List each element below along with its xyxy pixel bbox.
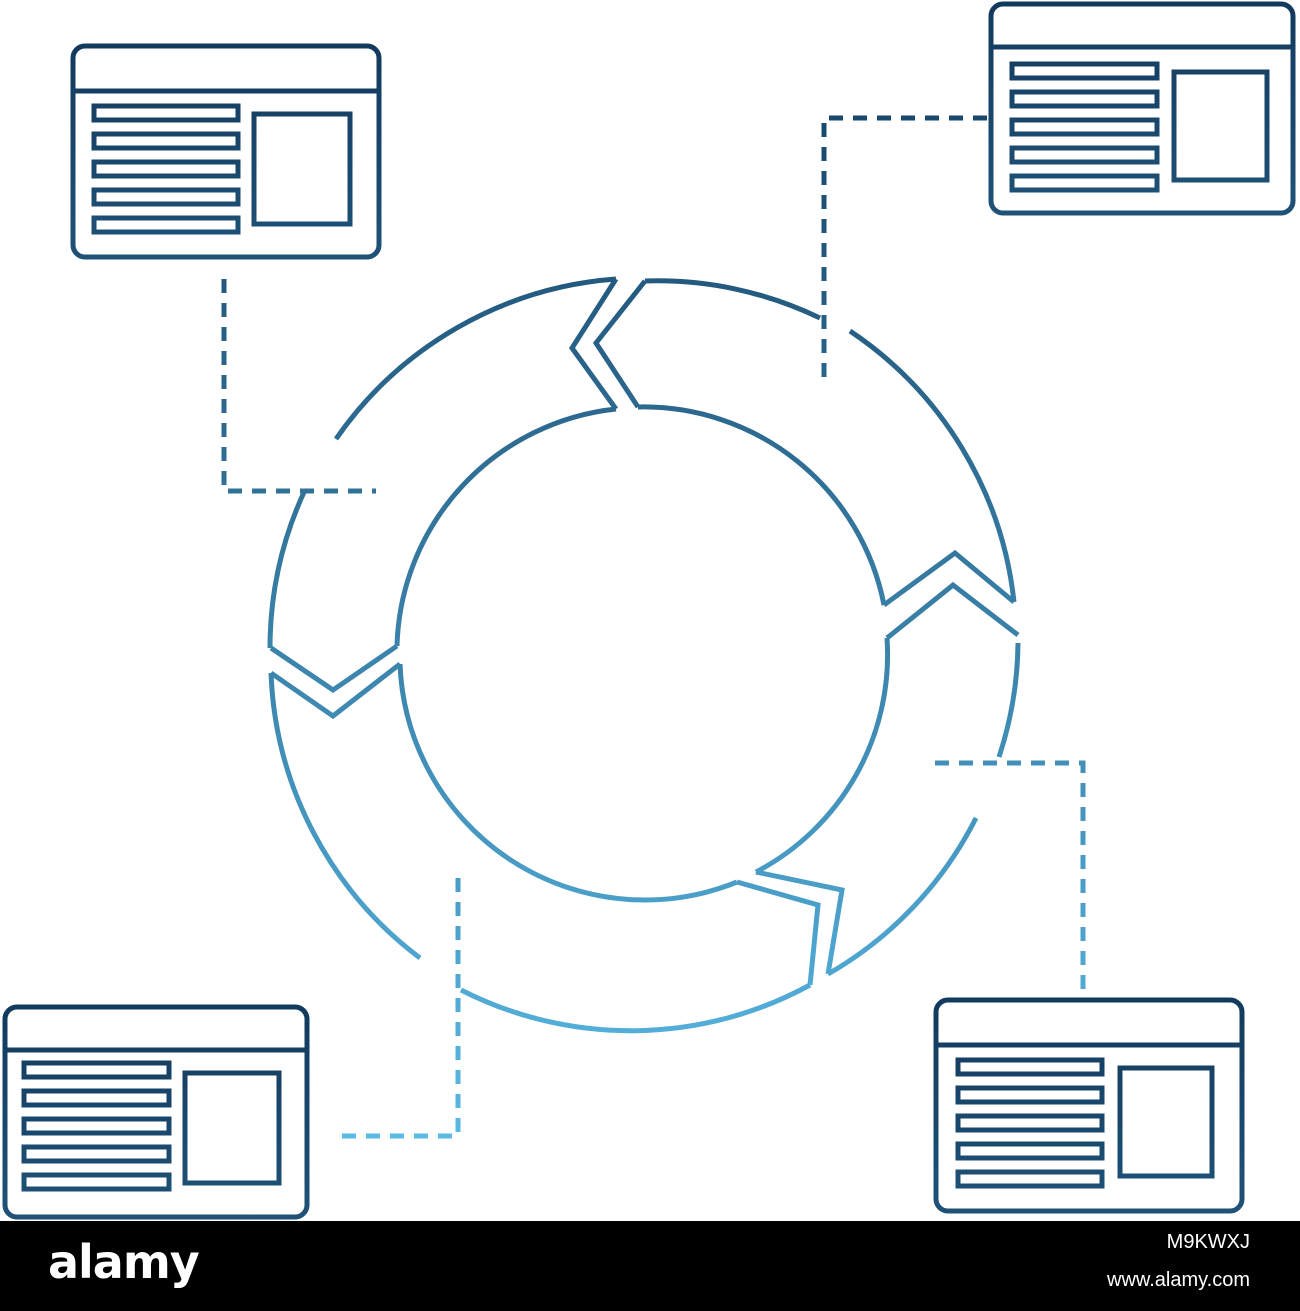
connector-bottom-left — [338, 878, 461, 1139]
connector-top-left — [221, 279, 376, 494]
outer-arc-bottom-left — [459, 982, 812, 1034]
cycle-diagram — [2, 1, 1296, 1220]
site-url: www.alamy.com — [1107, 1269, 1250, 1291]
brand-logo: alamy — [48, 1235, 200, 1289]
outer-arc-top-right — [644, 278, 822, 321]
outer-arc-left-lower — [268, 672, 422, 960]
outer-arc-left — [267, 488, 308, 649]
image-placeholder — [251, 111, 353, 227]
inner-arc-left — [394, 406, 617, 647]
arrow-notch-top — [592, 279, 647, 409]
outer-arc-top — [333, 276, 617, 441]
arrow-notch-bottom — [736, 879, 821, 986]
connector-bottom-right — [935, 760, 1086, 999]
arrow-notch-right — [885, 581, 1020, 640]
image-placeholder — [1117, 1065, 1215, 1179]
image-placeholder — [1171, 69, 1270, 183]
document-card-top-left — [70, 43, 382, 260]
footer-bar: alamy M9KWXJ www.alamy.com — [0, 1221, 1300, 1311]
outer-arc-bottom — [826, 816, 979, 977]
connector-top-right — [821, 115, 992, 377]
document-card-bottom-left — [2, 1004, 310, 1220]
cycle-ring — [267, 276, 1021, 1034]
inner-arc-top-right — [637, 404, 887, 606]
arrow-notch-left — [269, 662, 402, 720]
image-id: M9KWXJ — [1166, 1231, 1250, 1253]
document-card-top-right — [988, 1, 1296, 216]
arrow-head-bottom — [755, 869, 845, 975]
outer-arc-bottom-right — [996, 642, 1021, 758]
inner-arc-right — [754, 637, 891, 875]
arrow-head-right — [882, 549, 1016, 608]
dashed-connectors — [221, 115, 1086, 1139]
inner-arc-bottom — [397, 663, 738, 903]
document-card-bottom-right — [933, 997, 1245, 1214]
image-placeholder — [182, 1070, 282, 1186]
arrow-head-left — [269, 643, 399, 694]
outer-arc-right — [848, 328, 1017, 603]
arrow-head-top — [568, 277, 619, 411]
